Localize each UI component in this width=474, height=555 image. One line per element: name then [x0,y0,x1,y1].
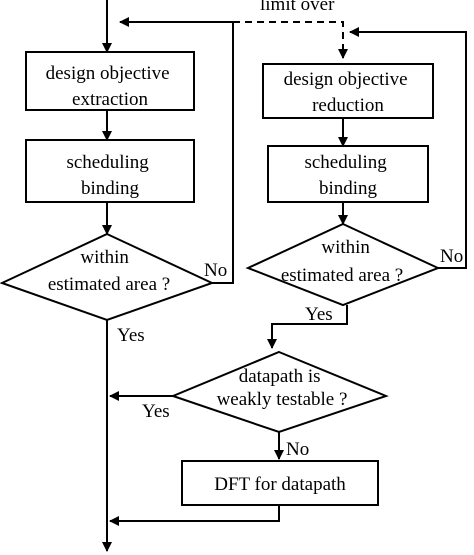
right-scheduling-label-1: scheduling [304,152,387,173]
testable-yes-label: Yes [142,401,170,422]
right-reduction-box [262,63,434,119]
right-no-label: No [440,246,463,267]
left-scheduling-box [25,139,195,203]
left-extraction-box [25,51,195,111]
left-decision-label-1: within [80,247,129,268]
dft-box [181,460,379,506]
left-no-label: No [204,260,227,281]
right-decision-label-2: estimated area ? [281,265,403,286]
right-reduction-label-2: reduction [312,95,384,116]
left-decision-label-2: estimated area ? [48,274,170,295]
left-scheduling-label-2: binding [81,178,140,199]
edge-left-no-loop [119,17,234,284]
right-decision-diamond [245,222,441,307]
top-label-limit-over: limit over [260,0,335,15]
svg-text:design objective extractio: design objective extraction [46,63,175,110]
svg-text:within estimated area ?: within estimated area ? [48,247,170,295]
testable-decision-label-1: datapath is [239,366,321,387]
svg-text:scheduling binding: scheduling binding [66,152,153,199]
right-scheduling-box [267,145,429,203]
edge-dft-to-trunk [109,505,280,526]
testable-decision-label-2: weakly testable ? [217,389,348,410]
left-scheduling-label-1: scheduling [66,152,149,173]
left-extraction-label-1: design objective [46,63,170,84]
edge-right-yes-to-testable [267,305,348,349]
right-scheduling-label-2: binding [319,178,378,199]
testable-no-label: No [286,439,309,460]
svg-text:design objective reduction: design objective reduction [284,69,413,116]
testable-decision-diamond [170,350,389,434]
right-reduction-label-1: design objective [284,69,408,90]
left-extraction-label-2: extraction [72,89,148,110]
svg-text:datapath is weakly testabl: datapath is weakly testable ? [217,366,348,410]
svg-text:scheduling binding: scheduling binding [304,152,391,199]
edge-right-no-loop [349,27,467,269]
right-decision-label-1: within [321,237,370,258]
dft-label: DFT for datapath [214,474,346,495]
edge-limit-over-dashed [233,21,348,59]
svg-text:within estimated area ?: within estimated area ? [281,237,403,286]
left-yes-label: Yes [117,325,145,346]
right-yes-label: Yes [305,304,333,325]
left-decision-diamond [0,232,215,322]
